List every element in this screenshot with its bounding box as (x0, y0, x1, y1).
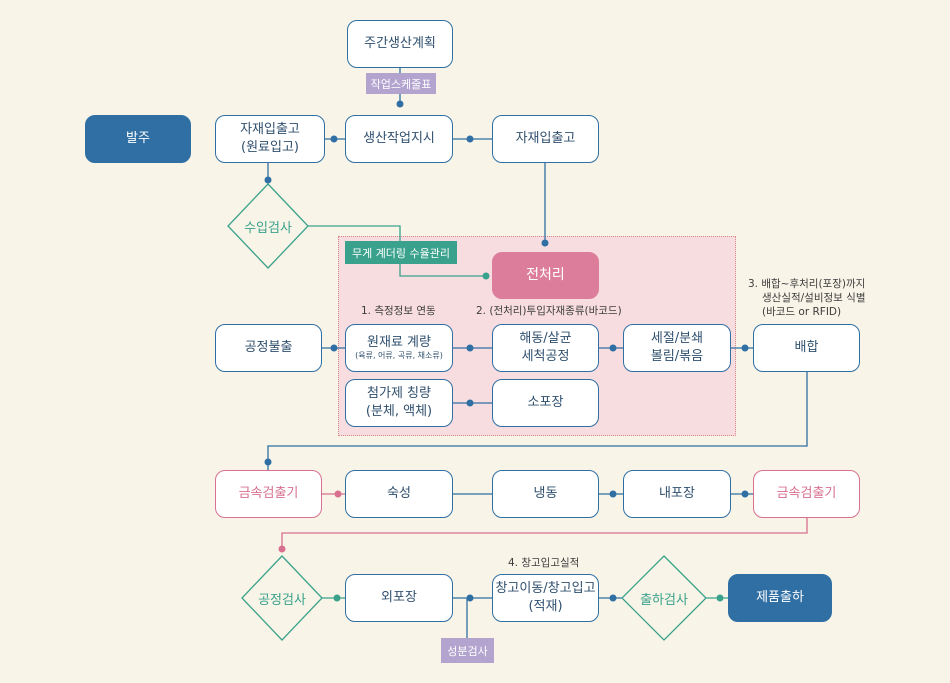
cut-label-2: 볼림/볶음 (650, 349, 704, 364)
note-3-line-2: 생산실적/설비정보 식별 (762, 292, 866, 304)
weighing-system-tag: 무게 계더링 수율관리 (345, 241, 457, 264)
preprocess-node[interactable]: 전처리 (492, 252, 599, 299)
weekly-plan-node[interactable]: 주간생산계획 (347, 20, 453, 68)
metal-detector-2-node[interactable]: 금속검출기 (753, 470, 860, 518)
thaw-node[interactable]: 해동/살균 세척공정 (492, 324, 599, 372)
ship-label: 제품출하 (756, 590, 804, 606)
note-2: 2. (전처리)투입자재종류(바코드) (476, 305, 622, 317)
production-order-label: 생산작업지시 (363, 131, 435, 147)
note-1: 1. 측정정보 연동 (361, 305, 436, 317)
aging-node[interactable]: 숙성 (345, 470, 453, 518)
note-3-line-1: 3. 배합~후처리(포장)까지 (748, 278, 866, 290)
component-inspection-tag: 성분검사 (441, 638, 494, 663)
aging-label: 숙성 (387, 486, 411, 502)
warehouse-label-2: (적재) (528, 599, 563, 614)
freezing-label: 냉동 (533, 486, 558, 502)
production-order-node[interactable]: 생산작업지시 (345, 115, 453, 163)
outer-pack-node[interactable]: 외포장 (345, 574, 453, 622)
material-in-raw-node[interactable]: 자재입출고 (원료입고) (215, 115, 325, 163)
preprocess-label: 전처리 (526, 267, 565, 284)
diamond-incoming (227, 183, 309, 269)
warehouse-label-1: 창고이동/창고입고 (495, 581, 596, 597)
cut-label-1: 세절/분쇄 (650, 331, 704, 347)
small-pack-node[interactable]: 소포장 (492, 379, 599, 427)
ship-node[interactable]: 제품출하 (728, 574, 832, 622)
material-in-label: 자재입출고 (515, 131, 576, 147)
additive-label-2: (분체, 액체) (365, 404, 433, 419)
additive-label-1: 첨가제 칭량 (367, 386, 431, 402)
connector (267, 372, 808, 470)
thaw-label-2: 세척공정 (521, 349, 570, 364)
mix-node[interactable]: 배합 (753, 324, 860, 372)
diamond-process (241, 555, 323, 641)
thaw-label-1: 해동/살균 (519, 331, 572, 347)
material-in-node[interactable]: 자재입출고 (492, 115, 599, 163)
outer-pack-label: 외포장 (381, 590, 417, 606)
order-label: 발주 (126, 131, 150, 147)
shipping-inspection-label: 출하검사 (640, 592, 688, 608)
metal-detector-1-node[interactable]: 금속검출기 (215, 470, 322, 518)
cut-node[interactable]: 세절/분쇄 볼림/볶음 (623, 324, 731, 372)
process-out-node[interactable]: 공정불출 (215, 324, 322, 372)
material-in-raw-label-1: 자재입출고 (240, 122, 300, 138)
order-node[interactable]: 발주 (85, 115, 191, 163)
note-4: 4. 창고입고실적 (508, 557, 580, 569)
additive-node[interactable]: 첨가제 칭량 (분체, 액체) (345, 379, 453, 427)
material-in-raw-label-2: (원료입고) (241, 140, 299, 155)
metal-detector-2-label: 금속검출기 (776, 486, 837, 502)
connector (281, 518, 808, 549)
mix-label: 배합 (794, 340, 819, 356)
metal-detector-1-label: 금속검출기 (238, 486, 299, 502)
inner-pack-node[interactable]: 내포장 (623, 470, 731, 518)
small-pack-label: 소포장 (527, 395, 564, 411)
diamond-shipping (621, 555, 707, 641)
raw-weighing-node[interactable]: 원재료 계량 (육류, 어류, 곡류, 채소류) (345, 324, 453, 372)
raw-weighing-sublabel: (육류, 어류, 곡류, 채소류) (355, 351, 443, 361)
work-schedule-tag: 작업스케줄표 (366, 73, 436, 94)
process-inspection-label: 공정검사 (258, 592, 306, 608)
note-3-line-3: (바코드 or RFID) (762, 306, 842, 318)
inner-pack-label: 내포장 (659, 486, 695, 502)
raw-weighing-label: 원재료 계량 (367, 334, 431, 350)
weekly-plan-label: 주간생산계획 (364, 36, 436, 52)
process-out-label: 공정불출 (244, 340, 293, 356)
freezing-node[interactable]: 냉동 (492, 470, 599, 518)
incoming-inspection-label: 수입검사 (244, 220, 292, 236)
warehouse-node[interactable]: 창고이동/창고입고 (적재) (492, 574, 599, 622)
